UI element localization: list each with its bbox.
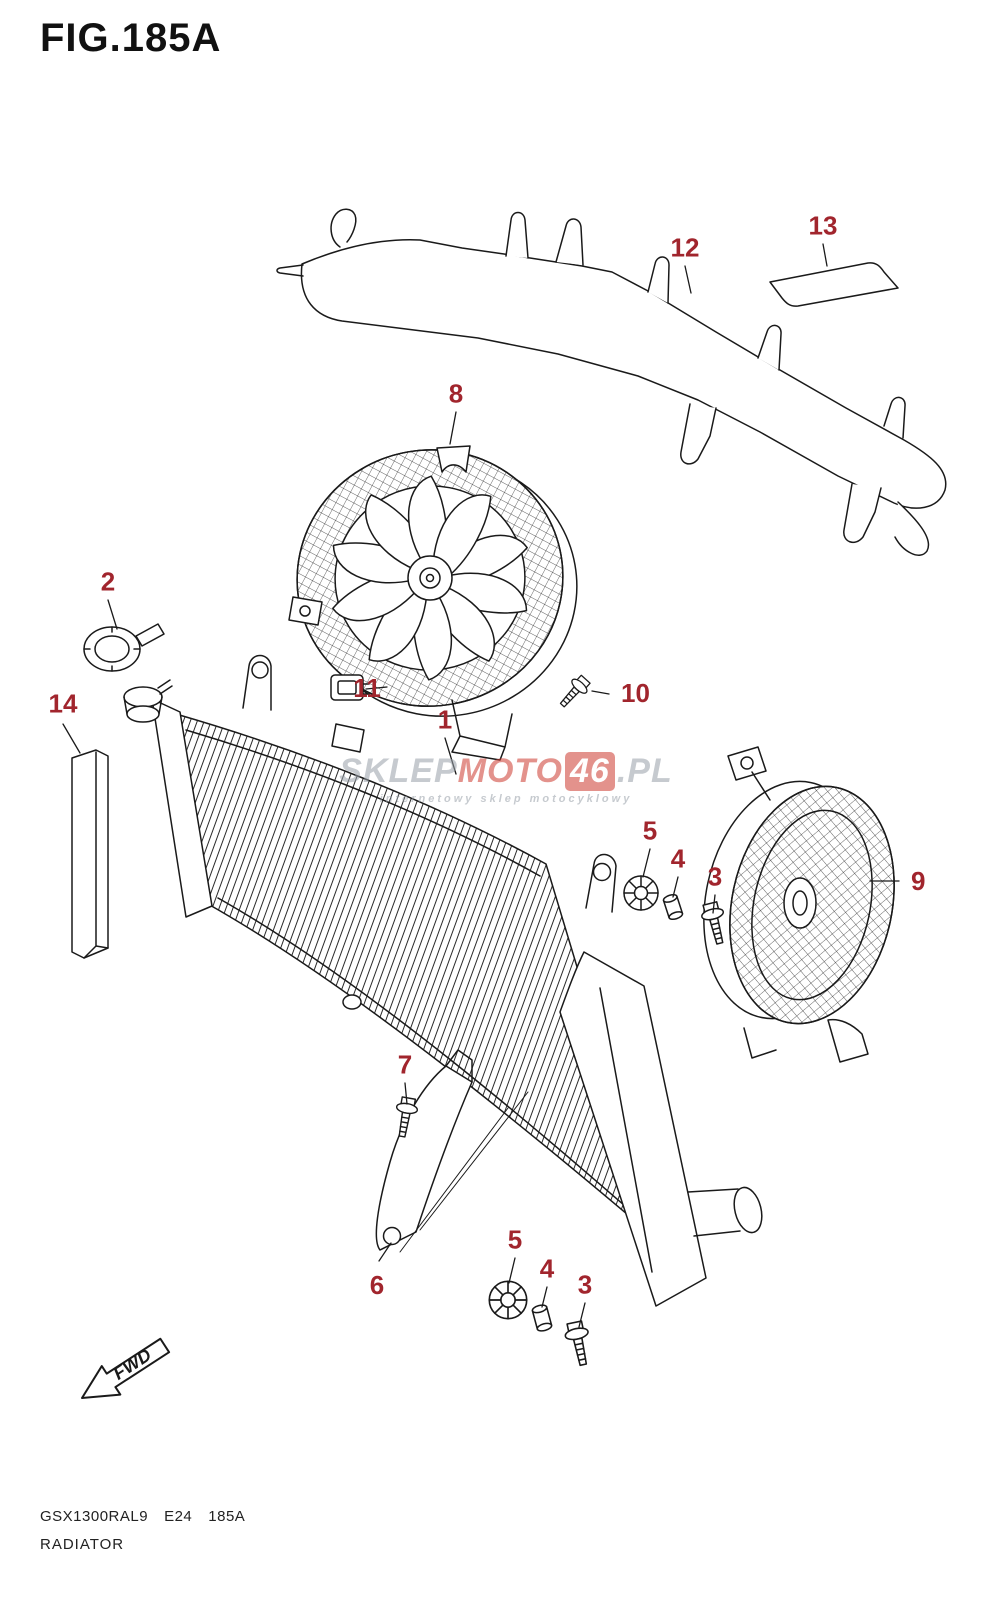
callout-radiator-cap: 2 — [100, 566, 116, 597]
callout-bolt-lower: 3 — [577, 1269, 593, 1300]
foam-pad-part — [769, 262, 899, 307]
market-code: E24 — [164, 1508, 193, 1525]
radiator-core-part — [151, 654, 661, 1243]
callout-upper-bracket: 12 — [670, 232, 700, 263]
figure-title: FIG.185A — [40, 16, 222, 60]
radiator-right-tank-part — [559, 951, 763, 1307]
callout-fan-front: 8 — [448, 378, 464, 409]
callout-bolt-upper: 3 — [707, 861, 723, 892]
figure-code-line: GSX1300RAL9 E24 185A — [40, 1508, 261, 1525]
clip-nut-part — [330, 674, 370, 701]
grommet-lower-part — [488, 1280, 528, 1320]
watermark-tagline: internetowy sklep motocyklowy — [379, 793, 633, 805]
part-group-title: RADIATOR — [40, 1536, 125, 1553]
callout-lower-bracket: 6 — [369, 1270, 385, 1300]
lower-stay-bracket-part — [375, 1049, 529, 1253]
callout-clip-nut: 11 — [353, 673, 381, 703]
callout-bracket-bolt: 7 — [397, 1049, 413, 1080]
figure-number: 185A — [208, 1508, 246, 1525]
watermark-moto: MOTO — [457, 752, 563, 790]
radiator-cap-part — [83, 623, 165, 672]
grommet-upper-part — [623, 875, 659, 911]
callout-grommet-lower: 5 — [507, 1224, 523, 1255]
spacer-lower-part — [530, 1302, 554, 1334]
filler-neck-part — [123, 679, 173, 723]
leader-lines — [62, 243, 900, 1328]
callout-spacer-upper: 4 — [670, 843, 686, 874]
callout-seal-strip: 14 — [48, 688, 78, 719]
watermark-pl: .PL — [616, 752, 673, 790]
callout-flange-bolt-upper: 10 — [621, 678, 650, 708]
footer: GSX1300RAL9 E24 185A RADIATOR — [40, 1508, 261, 1553]
side-seal-strip-part — [71, 749, 109, 959]
callout-spacer-lower: 4 — [539, 1253, 555, 1284]
cooling-fan-rear-part — [703, 746, 895, 1063]
callout-radiator: 1 — [437, 704, 453, 735]
flange-bolt-upper-part — [554, 672, 594, 713]
callout-foam-pad: 13 — [808, 210, 838, 241]
callout-grommet-upper: 5 — [642, 815, 658, 846]
fwd-arrow: FWD — [81, 1337, 171, 1399]
model-code: GSX1300RAL9 — [40, 1508, 149, 1525]
cooling-fan-front-part — [288, 445, 578, 761]
watermark-sklep: SKLEP — [339, 752, 458, 790]
watermark-46-badge: 46 — [565, 752, 615, 791]
upper-bracket-part — [276, 208, 947, 556]
callout-fan-rear: 9 — [911, 866, 926, 896]
